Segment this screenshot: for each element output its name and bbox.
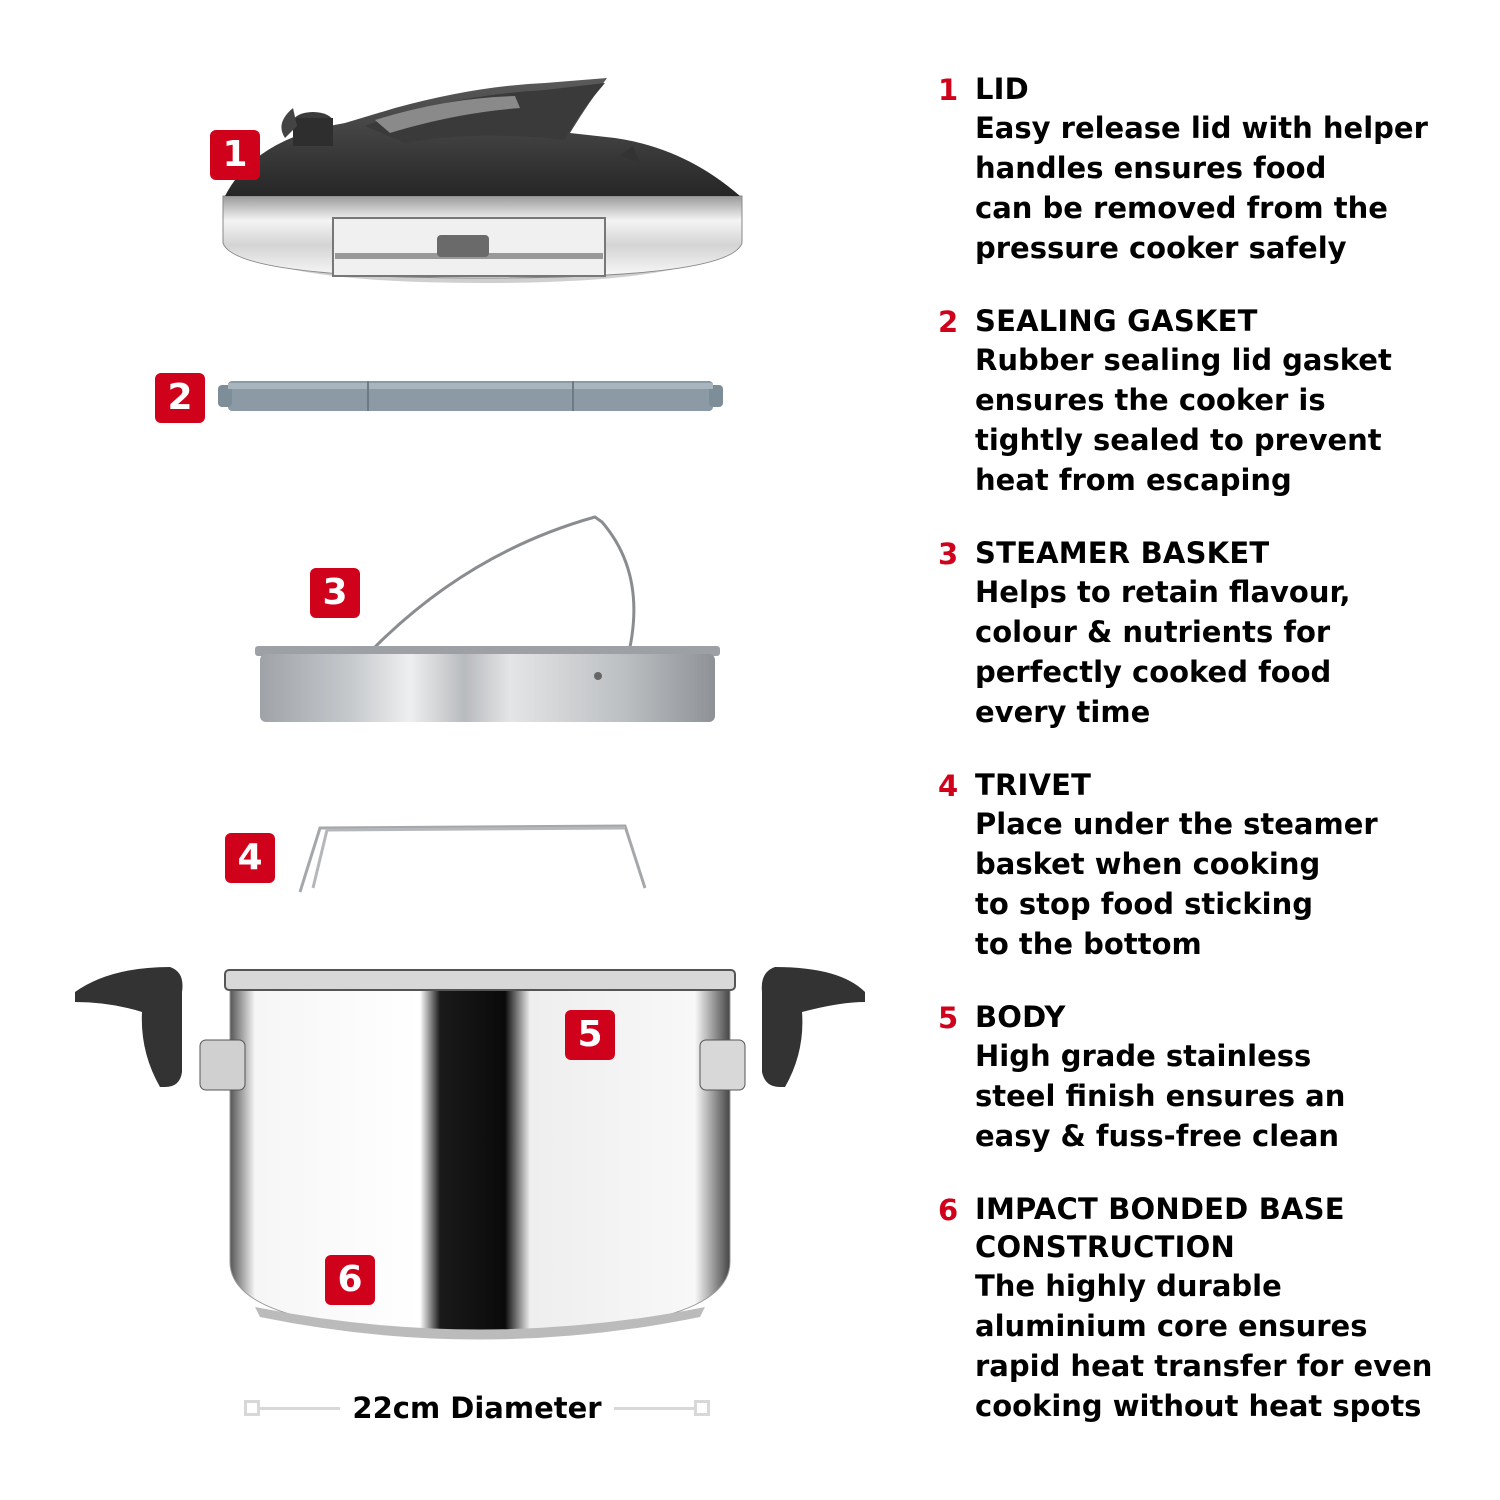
sealing-gasket-image — [218, 375, 723, 415]
callout-badge-6: 6 — [325, 1255, 375, 1305]
trivet-image — [295, 820, 650, 895]
dimension-line-right — [613, 1406, 695, 1410]
callout-badge-4: 4 — [225, 833, 275, 883]
feature-title: LID — [975, 72, 1029, 106]
feature-description: Rubber sealing lid gasket ensures the co… — [975, 343, 1392, 497]
feature-description: High grade stainless steel finish ensure… — [975, 1039, 1346, 1153]
diameter-label: 22cm Diameter — [352, 1391, 602, 1425]
feature-number: 6 — [938, 1193, 959, 1227]
feature-title: TRIVET — [975, 768, 1092, 802]
feature-title: SEALING GASKET — [975, 304, 1258, 338]
feature-description: The highly durable aluminium core ensure… — [975, 1269, 1433, 1423]
feature-list: 1 LID Easy release lid with helper handl… — [938, 70, 1478, 1460]
callout-badge-5: 5 — [565, 1010, 615, 1060]
feature-sealing-gasket: 2 SEALING GASKET Rubber sealing lid gask… — [938, 302, 1478, 500]
callout-badge-3: 3 — [310, 568, 360, 618]
feature-trivet: 4 TRIVET Place under the steamer basket … — [938, 766, 1478, 964]
dimension-end-cap-right — [694, 1400, 711, 1416]
callout-badge-1: 1 — [210, 130, 260, 180]
feature-description: Place under the steamer basket when cook… — [975, 807, 1378, 961]
steamer-basket-image — [250, 512, 725, 727]
feature-number: 1 — [938, 73, 959, 107]
feature-steamer-basket: 3 STEAMER BASKET Helps to retain flavour… — [938, 534, 1478, 732]
feature-description: Easy release lid with helper handles ens… — [975, 111, 1428, 265]
lid-image — [215, 78, 750, 283]
feature-base-construction: 6 IMPACT BONDED BASE CONSTRUCTION The hi… — [938, 1190, 1478, 1426]
feature-title: BODY — [975, 1000, 1066, 1034]
feature-description: Helps to retain flavour, colour & nutrie… — [975, 575, 1351, 729]
feature-number: 3 — [938, 537, 959, 571]
diameter-dimension: 22cm Diameter — [244, 1390, 711, 1426]
cooker-body-image — [70, 962, 870, 1352]
feature-lid: 1 LID Easy release lid with helper handl… — [938, 70, 1478, 268]
feature-number: 5 — [938, 1001, 959, 1035]
feature-number: 2 — [938, 305, 959, 339]
dimension-line-left — [260, 1406, 341, 1410]
feature-title: STEAMER BASKET — [975, 536, 1270, 570]
feature-title: IMPACT BONDED BASE CONSTRUCTION — [975, 1192, 1345, 1264]
callout-badge-2: 2 — [155, 373, 205, 423]
feature-number: 4 — [938, 769, 959, 803]
dimension-end-cap-left — [244, 1400, 260, 1416]
feature-body: 5 BODY High grade stainless steel finish… — [938, 998, 1478, 1156]
